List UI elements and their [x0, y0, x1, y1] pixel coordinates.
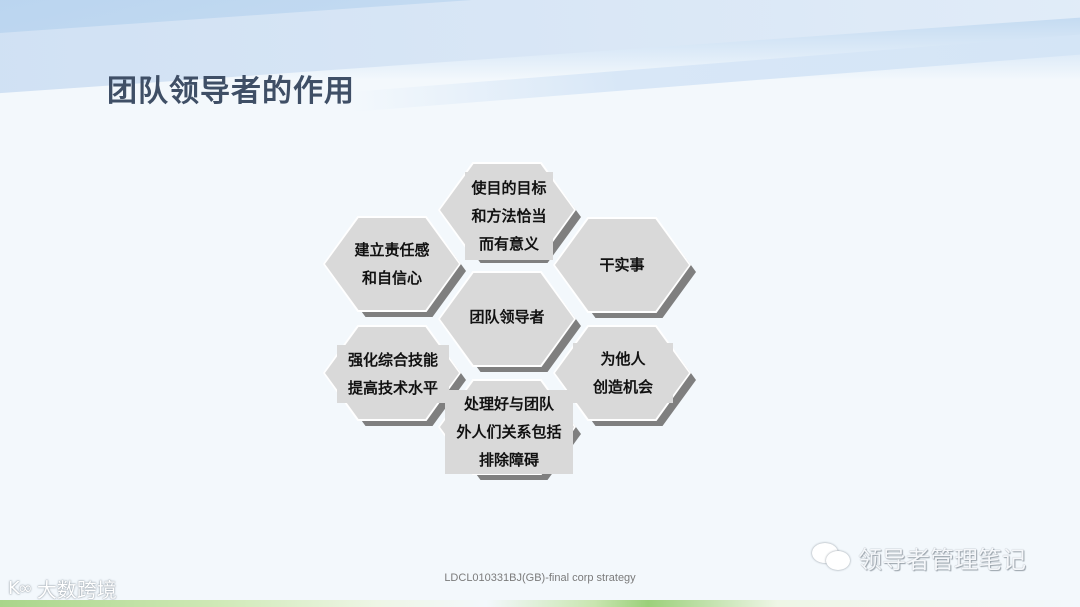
- node-line: 干实事: [599, 256, 645, 274]
- node-line: 创造机会: [592, 378, 653, 396]
- node-label-bottom: 处理好与团队 外人们关系包括 排除障碍: [445, 390, 573, 474]
- hex-node-center: 团队领导者: [438, 271, 581, 372]
- watermark-right-text: 领导者管理笔记: [858, 546, 1026, 574]
- node-label-lower-left: 强化综合技能 提高技术水平: [337, 345, 449, 403]
- node-text: 团队领导者: [440, 273, 574, 365]
- node-line: 建立责任感: [354, 241, 430, 259]
- node-line: 强化综合技能: [347, 351, 438, 369]
- brand-logo-icon: K∞: [8, 578, 33, 599]
- slide-title: 团队领导者的作用: [107, 74, 355, 109]
- node-line: 和方法恰当: [471, 207, 547, 225]
- node-line: 和自信心: [361, 269, 422, 287]
- hex-node-upper-left: 建立责任感 和自信心: [323, 216, 466, 317]
- footer-green-strip: [0, 600, 1080, 607]
- wechat-icon: [812, 541, 852, 575]
- center-label: 团队领导者: [469, 308, 545, 326]
- footer-document-id: LDCL010331BJ(GB)-final corp strategy: [444, 572, 636, 584]
- watermark-right: 领导者管理笔记: [812, 540, 1026, 575]
- hex-node-upper-right: 干实事: [553, 217, 696, 318]
- node-text: 建立责任感 和自信心: [325, 218, 459, 310]
- node-line: 排除障碍: [478, 451, 539, 469]
- hex-face: [325, 218, 459, 310]
- node-line: 而有意义: [478, 235, 539, 253]
- watermark-left-text: 大数跨境: [36, 578, 117, 602]
- node-line: 提高技术水平: [347, 379, 438, 397]
- watermark-left: K∞ 大数跨境: [8, 574, 117, 603]
- node-line: 外人们关系包括: [456, 423, 562, 441]
- node-line: 处理好与团队: [463, 395, 554, 413]
- node-label-top: 使目的目标 和方法恰当 而有意义: [465, 172, 553, 260]
- node-line: 使目的目标: [471, 179, 547, 197]
- node-label-lower-right: 为他人 创造机会: [573, 343, 673, 403]
- node-line: 为他人: [600, 350, 646, 368]
- node-text: 干实事: [555, 219, 689, 311]
